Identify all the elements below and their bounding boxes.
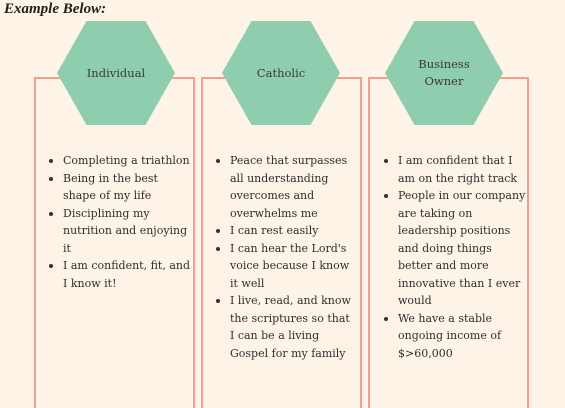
list-item: Being in the best shape of my life (47, 170, 192, 205)
list-item: I am confident, fit, and I know it! (47, 257, 192, 292)
list-item: Peace that surpasses all understanding o… (214, 152, 354, 222)
column-heading: Individual (86, 65, 146, 80)
column-heading: Business Owner (418, 57, 470, 88)
catholic-list: Peace that surpasses all understanding o… (214, 152, 354, 362)
list-item: I live, read, and know the scriptures so… (214, 292, 354, 362)
list-item: Completing a triathlon (47, 152, 192, 170)
column-heading: Catholic (256, 65, 306, 80)
list-item: I can rest easily (214, 222, 354, 240)
business-owner-list: I am confident that I am on the right tr… (382, 152, 527, 362)
list-item: I am confident that I am on the right tr… (382, 152, 527, 187)
list-item: We have a stable ongoing income of $>60,… (382, 310, 527, 363)
individual-list: Completing a triathlon Being in the best… (47, 152, 192, 292)
list-item: Disciplining my nutrition and enjoying i… (47, 205, 192, 258)
list-item: I can hear the Lord's voice because I kn… (214, 240, 354, 293)
list-item: People in our company are taking on lead… (382, 187, 527, 310)
page-title: Example Below: (4, 1, 107, 17)
